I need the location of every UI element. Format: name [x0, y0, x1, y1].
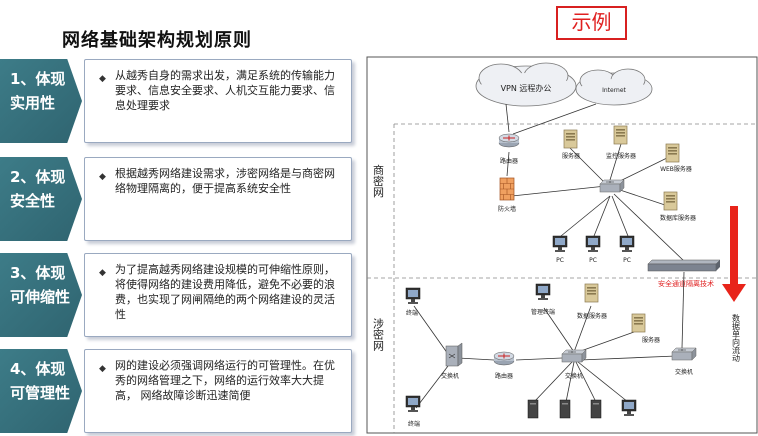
workstation-icon [527, 399, 539, 419]
principle-label-line1: 1、体现 [10, 70, 66, 88]
page-title: 网络基础架构规划原则 [62, 30, 252, 51]
mgmt-terminal-label: 管理终端 [531, 308, 555, 316]
terminal2-label: 终端 [408, 420, 420, 428]
data-server-icon [584, 283, 599, 303]
principle-label-4: 4、体现 可管理性 [0, 349, 82, 433]
zone-label-commercial: 商密网 [372, 163, 385, 198]
principle-box-2: ◆ 根据越秀网络建设需求，涉密网络是与商密网络物理隔离的，便于提高系统安全性 [84, 157, 352, 241]
principle-text: 从越秀自身的需求出发，满足系统的传输能力要求、信息安全要求、人机交互能力要求、信… [115, 69, 335, 112]
monitor-server-icon [613, 125, 628, 145]
bullet-icon: ◆ [99, 172, 106, 182]
internet-cloud-label: Internet [602, 87, 626, 94]
data-flow-label: 数据单向流动 [732, 313, 741, 363]
zone-classified-text: 涉密网 [372, 317, 385, 352]
pc2-label: PC [589, 257, 597, 264]
switch2-label: 交换机 [565, 372, 583, 380]
network-diagram: 商密网 涉密网 VPN 远程办公 Internet 路由器 [366, 56, 758, 434]
gateway-device-icon [647, 259, 721, 272]
vpn-cloud-label: VPN 远程办公 [501, 83, 552, 93]
gateway-label: 安全通道隔离技术 [658, 279, 714, 288]
web-server-label: WEB服务器 [660, 165, 692, 173]
data-server-label: 数据服务器 [577, 312, 607, 320]
principle-label-3: 3、体现 可伸缩性 [0, 253, 82, 337]
server1-label: 服务器 [562, 152, 580, 160]
principle-label-1: 1、体现 实用性 [0, 59, 82, 143]
core-switch-icon [599, 179, 625, 193]
server-icon [563, 129, 578, 149]
principle-label-line2: 可伸缩性 [10, 288, 71, 306]
workstation-icon [559, 399, 571, 419]
zone-label-classified: 涉密网 [372, 317, 385, 352]
terminal1-label: 终端 [406, 309, 418, 317]
router-bottom-label: 路由器 [495, 372, 513, 380]
principle-box-4: ◆ 网的建设必须强调网络运行的可管理性。在优秀的网络管理之下，网络的运行效率大大… [84, 349, 352, 433]
monitor-server-label: 监控服务器 [606, 152, 636, 160]
principle-label-line1: 4、体现 [10, 360, 66, 378]
principle-label-line2: 安全性 [10, 192, 56, 210]
router-top-label: 路由器 [500, 157, 518, 165]
server2-label: 服务器 [642, 336, 660, 344]
workstation-icon [590, 399, 602, 419]
principle-label-line2: 实用性 [10, 94, 56, 112]
switch-center-icon [561, 349, 587, 363]
web-server-icon [665, 143, 680, 163]
internet-cloud: Internet [575, 68, 653, 106]
principle-label-line1: 3、体现 [10, 264, 66, 282]
db-server-label: 数据库服务器 [660, 214, 696, 222]
server-icon [631, 313, 646, 333]
zone-commercial-char1: 商密网 [372, 163, 385, 198]
firewall-label: 防火墙 [498, 205, 516, 213]
bullet-icon: ◆ [99, 364, 106, 374]
switch1-label: 交换机 [441, 372, 459, 380]
switch-right-icon [671, 347, 697, 361]
bullet-icon: ◆ [99, 268, 106, 278]
pc3-label: PC [623, 257, 631, 264]
example-label: 示例 [556, 6, 627, 40]
principle-text: 为了提高越秀网络建设规模的可伸缩性原则，将使得网络的建设费用降低，避免不必要的浪… [115, 263, 335, 321]
vpn-cloud: VPN 远程办公 [475, 62, 577, 107]
principle-label-2: 2、体现 安全性 [0, 157, 82, 241]
principle-label-line2: 可管理性 [10, 384, 71, 402]
bullet-icon: ◆ [99, 74, 106, 84]
principle-text: 网的建设必须强调网络运行的可管理性。在优秀的网络管理之下，网络的运行效率大大提高… [115, 359, 335, 402]
principle-text: 根据越秀网络建设需求，涉密网络是与商密网络物理隔离的，便于提高系统安全性 [115, 167, 335, 195]
switch-left-icon [445, 342, 463, 367]
pc1-label: PC [556, 257, 564, 264]
down-arrow-icon [722, 206, 746, 302]
principle-box-1: ◆ 从越秀自身的需求出发，满足系统的传输能力要求、信息安全要求、人机交互能力要求… [84, 59, 352, 143]
principle-box-3: ◆ 为了提高越秀网络建设规模的可伸缩性原则，将使得网络的建设费用降低，避免不必要… [84, 253, 352, 337]
router-top-icon [498, 133, 520, 148]
principle-label-line1: 2、体现 [10, 168, 66, 186]
switch3-label: 交换机 [675, 368, 693, 376]
firewall-icon [499, 177, 515, 201]
router-bottom-icon [493, 351, 515, 366]
db-server-icon [663, 191, 678, 211]
